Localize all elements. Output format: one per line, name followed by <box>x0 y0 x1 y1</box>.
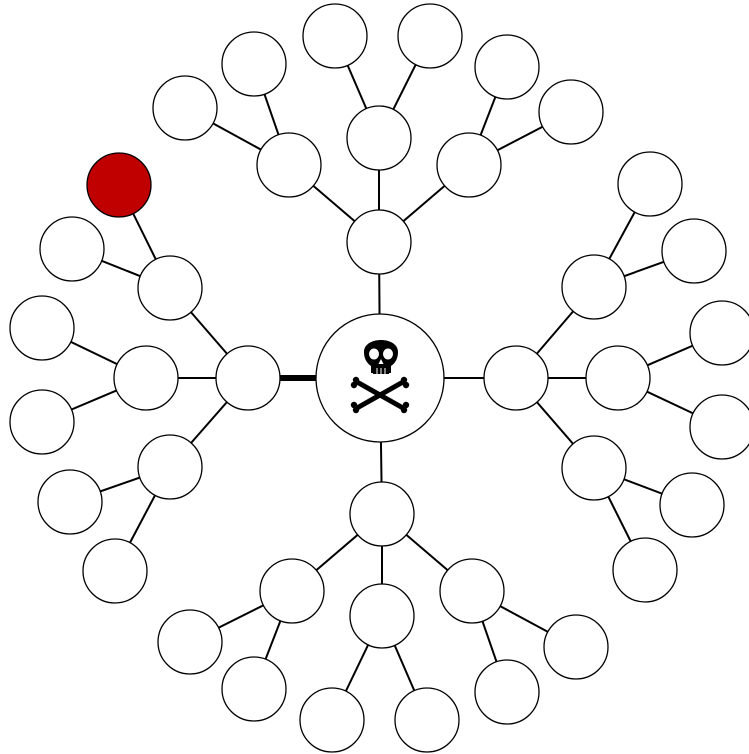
leaf-node-right-2-0 <box>659 472 725 538</box>
leaf-node-left-1-1 <box>9 389 75 455</box>
leaf-node-down-0-1 <box>221 656 287 722</box>
child-node-left-1 <box>113 345 179 411</box>
child-node-down-1 <box>349 583 415 649</box>
leaf-node-down-0-0 <box>157 609 223 675</box>
nodes-layer <box>9 3 749 753</box>
child-node-right-0 <box>561 254 627 320</box>
child-node-up-0 <box>256 132 322 198</box>
leaf-node-up-1-0 <box>302 3 368 69</box>
child-node-right-1 <box>585 345 651 411</box>
leaf-node-up-2-0 <box>474 34 540 100</box>
child-node-down-2 <box>439 558 505 624</box>
child-node-up-1 <box>346 105 412 171</box>
leaf-node-right-2-1 <box>612 537 678 603</box>
leaf-node-up-2-1 <box>538 79 604 145</box>
child-node-up-2 <box>436 132 502 198</box>
hub-node-left <box>215 345 281 411</box>
hub-node-right <box>483 345 549 411</box>
child-node-down-0 <box>259 558 325 624</box>
hub-node-up <box>346 209 412 275</box>
leaf-node-left-1-0 <box>9 295 75 361</box>
leaf-node-down-2-0 <box>474 659 540 725</box>
child-node-left-2 <box>137 434 203 500</box>
leaf-node-left-0-1 <box>39 216 105 282</box>
center-node <box>315 313 445 443</box>
leaf-node-down-1-1 <box>394 687 460 753</box>
child-node-right-2 <box>561 435 627 501</box>
leaf-node-left-2-0 <box>37 469 103 535</box>
leaf-node-right-0-0 <box>617 151 683 217</box>
child-node-left-0 <box>137 255 203 321</box>
leaf-node-up-1-1 <box>397 3 463 69</box>
leaf-node-right-0-1 <box>661 218 727 284</box>
leaf-node-down-1-0 <box>299 687 365 753</box>
leaf-node-right-1-1 <box>689 394 749 460</box>
marked-leaf-node <box>86 152 152 218</box>
leaf-node-up-0-1 <box>221 31 287 97</box>
center-node-group <box>315 313 445 443</box>
leaf-node-down-2-1 <box>543 614 609 680</box>
leaf-node-right-1-0 <box>689 300 749 366</box>
skull-and-crossbones-icon <box>350 340 410 414</box>
leaf-node-left-2-1 <box>82 538 148 604</box>
hub-node-down <box>349 481 415 547</box>
leaf-node-up-0-0 <box>152 75 218 141</box>
